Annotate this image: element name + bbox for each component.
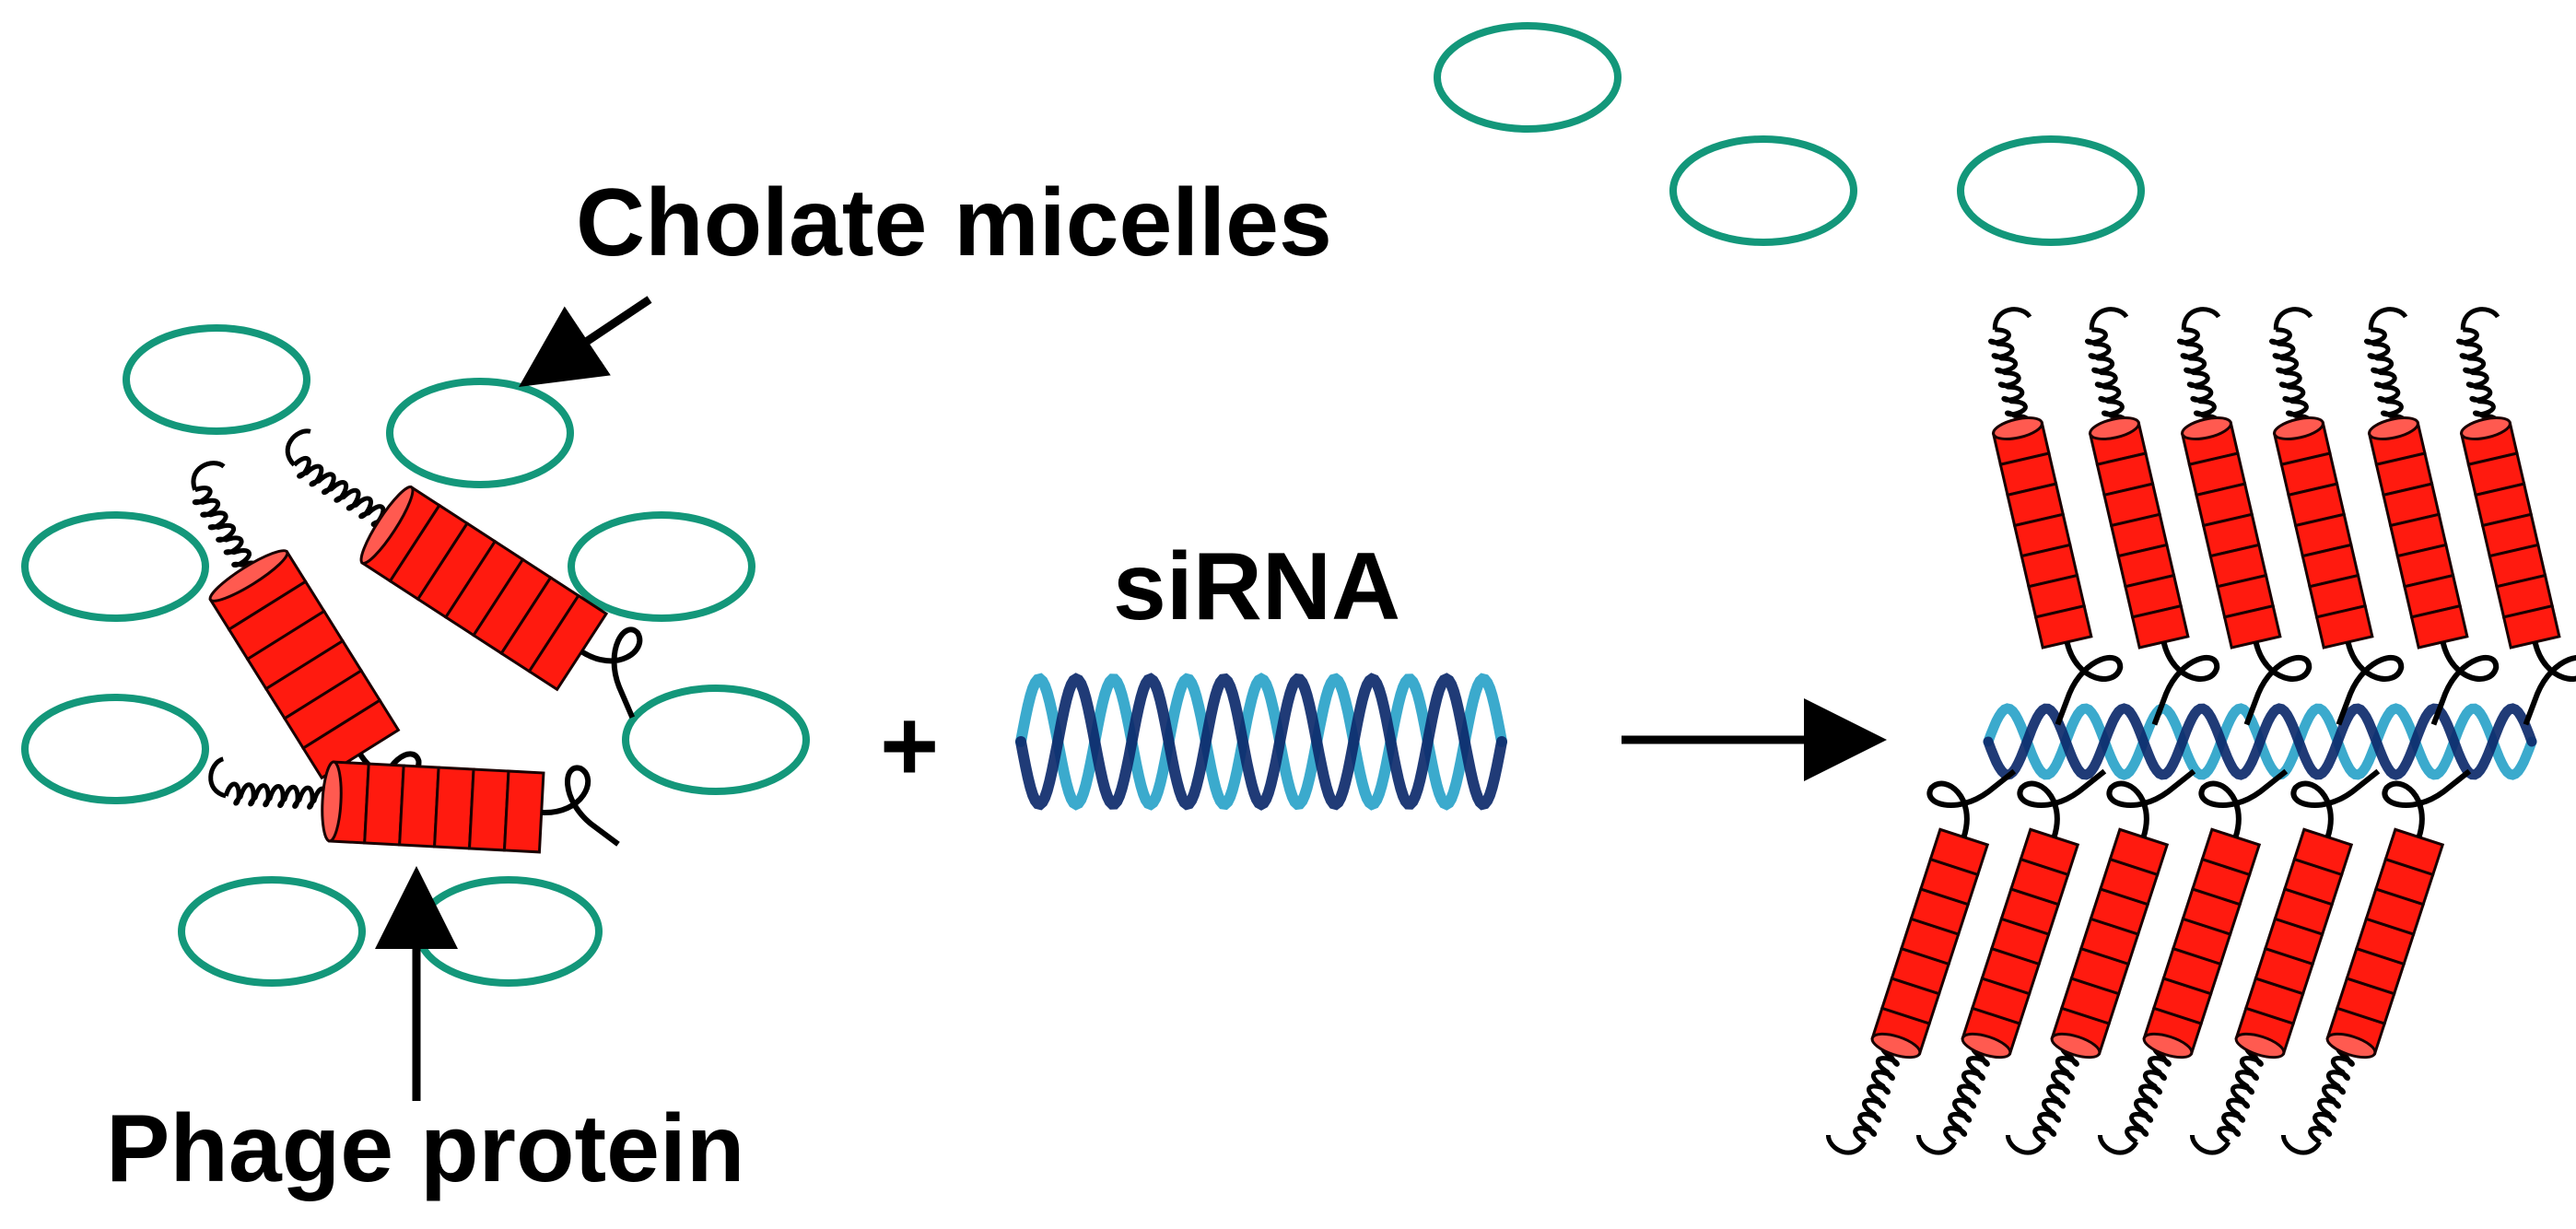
phage-protein-icon <box>2084 307 2220 726</box>
plus-sign: + <box>880 689 940 802</box>
phage-protein-cluster <box>191 428 643 854</box>
phage-protein-icon <box>2005 768 2196 1155</box>
micelle-icon <box>21 694 209 804</box>
sirna-helix-icon <box>1015 673 1507 811</box>
phage-protein-icon <box>2189 768 2381 1155</box>
micelle-icon <box>21 511 209 622</box>
phage-protein-icon <box>1987 307 2124 726</box>
micelle-icon <box>386 378 574 488</box>
micelle-icon <box>1957 135 2145 246</box>
micelle-icon <box>622 685 810 795</box>
micelle-icon <box>568 511 755 622</box>
phage-protein-icon <box>2097 768 2289 1155</box>
cholate-arrow-icon <box>519 296 652 388</box>
cholate-micelles-label: Cholate micelles <box>576 170 1332 276</box>
phage-protein-icon <box>2363 307 2500 726</box>
phage-protein-icon <box>2280 768 2472 1155</box>
phage-protein-icon <box>2268 307 2405 726</box>
phage-protein-label: Phage protein <box>106 1095 745 1202</box>
phage-protein-icon <box>285 428 643 719</box>
protein-sirna-assembly <box>1825 307 2576 1155</box>
phage-protein-icon <box>191 461 422 836</box>
micelle-icon <box>123 324 310 435</box>
phage-protein-icon <box>2455 307 2576 726</box>
micelle-icon <box>178 876 366 987</box>
sirna-label: siRNA <box>1113 533 1401 640</box>
phage-protein-icon <box>2176 307 2313 726</box>
phage-protein-icon <box>1825 768 2017 1155</box>
phage-protein-icon <box>1915 768 2107 1155</box>
phage-protein-icon <box>208 756 620 854</box>
micelle-icon <box>415 876 603 987</box>
micelle-icon <box>1669 135 1857 246</box>
micelle-icon <box>1434 22 1622 133</box>
